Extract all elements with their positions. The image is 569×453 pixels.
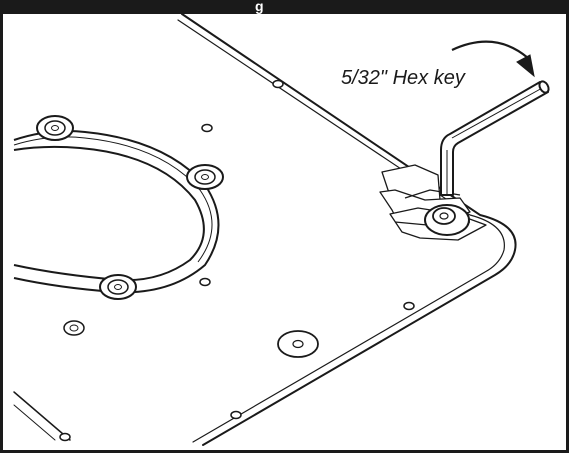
plate-hole xyxy=(230,410,242,420)
plate-hole xyxy=(403,301,415,311)
ring-screw-right xyxy=(186,164,224,190)
plate-hole xyxy=(199,277,211,287)
plate-holes xyxy=(59,79,415,442)
plate-hole xyxy=(272,79,284,89)
hex-key-label: 5/32" Hex key xyxy=(341,67,466,89)
top-banner xyxy=(0,0,569,14)
rotation-arrow xyxy=(451,40,535,78)
hex-key xyxy=(440,80,550,196)
top-banner-text: g xyxy=(255,0,264,14)
plate-hole xyxy=(59,432,71,442)
target-screw xyxy=(424,204,470,236)
plate-hole xyxy=(201,123,213,133)
ring-screw-top-left xyxy=(36,115,74,141)
countersunk-screw-center xyxy=(277,330,319,358)
countersunk-screw-left xyxy=(63,320,85,336)
ring-screw-bottom xyxy=(99,274,137,300)
base-plate xyxy=(13,13,517,446)
